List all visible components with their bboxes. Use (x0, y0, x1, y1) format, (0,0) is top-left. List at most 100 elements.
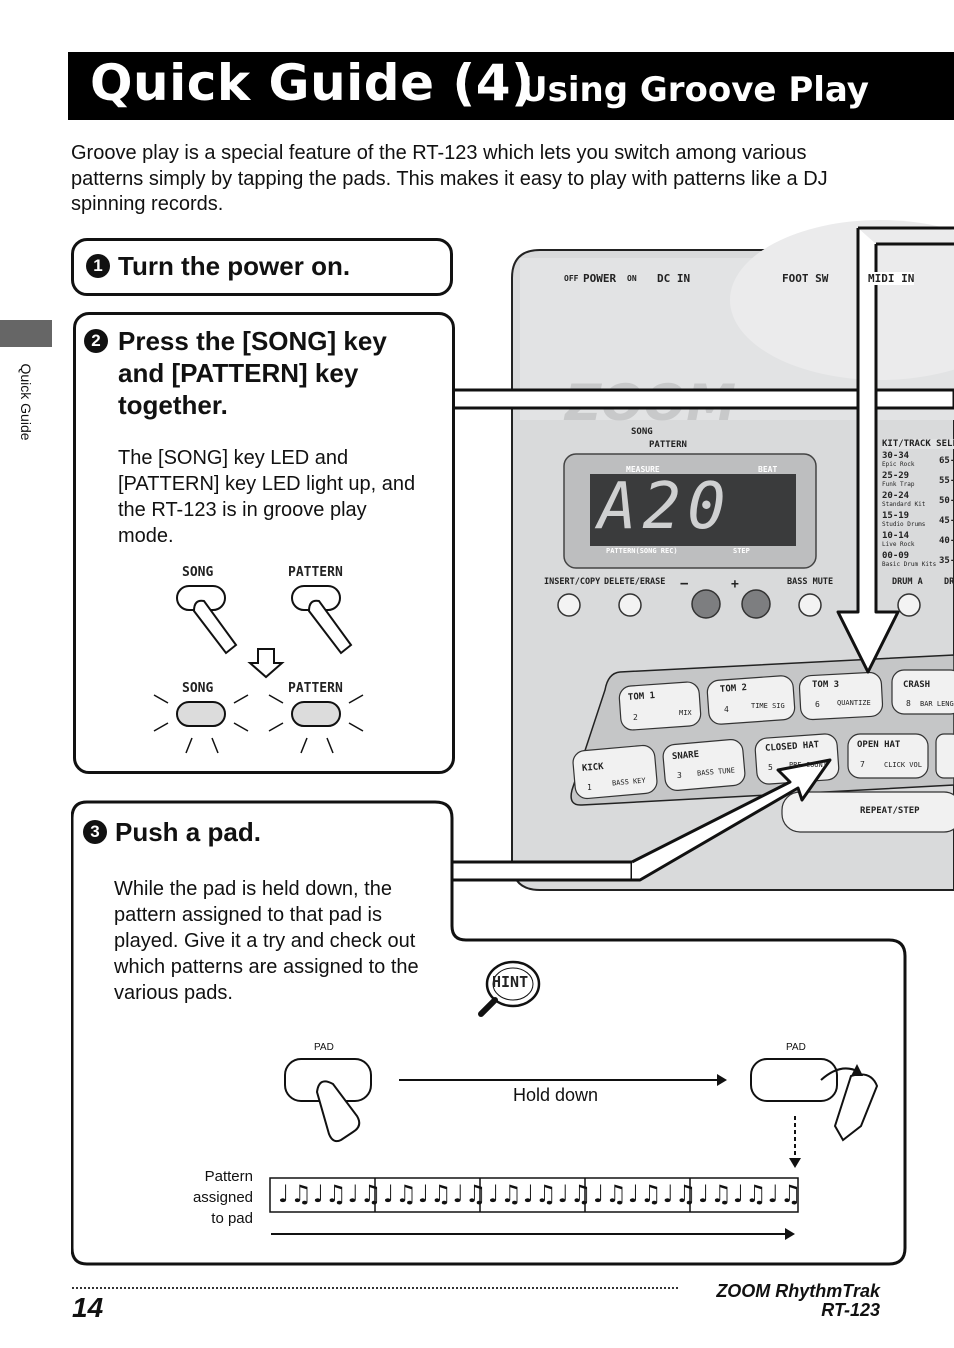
step-1-heading: 1 Turn the power on. (86, 250, 350, 282)
pattern-assigned-label: Pattern assigned to pad (175, 1166, 253, 1229)
device-on-label: ON (627, 274, 637, 283)
kit-number: 30-34 (882, 451, 910, 461)
pattern-label-line: Pattern (204, 1168, 253, 1185)
device-kit-select-label: KIT/TRACK SELE (882, 439, 954, 449)
kit-name: Live Rock (882, 541, 915, 548)
finger-right (833, 1073, 879, 1142)
device-beat-label: BEAT (758, 465, 778, 474)
step-2-heading: Press the [SONG] key and [PATTERN] key t… (118, 326, 387, 420)
step-number: 1 (86, 254, 110, 278)
pattern-key-label-lit: PATTERN (288, 681, 343, 696)
pad-tom2-label: TOM 2 (719, 683, 748, 695)
hint-label: HINT (492, 973, 529, 991)
step-title: Push a pad. (115, 817, 261, 847)
pad-tom2-num: 4 (724, 705, 729, 714)
kit-number: 40- (939, 536, 954, 546)
pad-kick-num: 1 (587, 783, 592, 792)
page-number: 14 (72, 1292, 104, 1323)
kit-number: 35- (939, 556, 954, 566)
kit-number: 25-29 (882, 471, 910, 481)
kit-name: Standard Kit (882, 501, 926, 508)
pad-kick-label: KICK (581, 762, 605, 774)
device-step-label: STEP (733, 547, 750, 555)
kit-name: Funk Trap (882, 481, 915, 488)
finger-left (315, 1080, 361, 1143)
step-title: Turn the power on. (118, 251, 351, 281)
pad-left-label: PAD (314, 1042, 334, 1053)
notes-measure-2: ♩♫♩♫♩♫ (383, 1180, 488, 1208)
kit-number: 20-24 (882, 491, 910, 501)
pad-snare-num: 3 (677, 771, 682, 780)
kit-number: 45- (939, 516, 954, 526)
side-tab (0, 320, 52, 347)
key-press-illustration (153, 585, 364, 754)
pad-open-hat-num: 7 (860, 760, 865, 769)
pad-open-hat-label: OPEN HAT (857, 740, 901, 750)
pad-tom1-func: MIX (679, 709, 692, 717)
brand-line-2: RT-123 (821, 1300, 880, 1320)
device-kit-list-2: 65- 55- 50- 45- 40- 35- (939, 451, 954, 571)
kit-name: Studio Drums (882, 521, 926, 528)
pad-crash-label: CRASH (903, 680, 931, 690)
song-key-label-lit: SONG (182, 681, 214, 696)
device-midiin-label: MIDI IN (868, 272, 915, 285)
notes-measure-3: ♩♫♩♫♩♫ (488, 1180, 593, 1208)
device-delete-erase-label: DELETE/ERASE (604, 577, 666, 587)
step-number: 2 (84, 329, 108, 353)
pad-tom2-func: TIME SIG (751, 702, 785, 710)
device-dcin-label: DC IN (657, 272, 691, 285)
step-2-number-wrap: 2 (84, 329, 116, 355)
kit-number: 50- (939, 496, 954, 506)
pad-tom1-label: TOM 1 (627, 691, 656, 703)
pad-crash-num: 8 (906, 699, 911, 708)
device-power-label: POWER (583, 272, 617, 285)
kit-number: 65- (939, 456, 954, 466)
kit-name: Basic Drum Kits (882, 561, 937, 568)
notes-measure-5: ♩♫♩♫♩♫ (698, 1180, 803, 1208)
device-song-label: SONG (631, 427, 653, 437)
hint-icon (478, 960, 541, 1017)
intro-text: Groove play is a special feature of the … (71, 142, 828, 215)
hold-down-label: Hold down (513, 1085, 599, 1105)
device-bass-mute-label: BASS MUTE (787, 577, 834, 587)
pattern-label-line: assigned (192, 1189, 253, 1206)
pad-crash-func: BAR LENG (920, 700, 954, 708)
footer-divider (72, 1287, 678, 1289)
device-footsw-label: FOOT SW (782, 272, 829, 285)
pattern-key-label: PATTERN (288, 565, 343, 580)
pad-tom1-num: 2 (633, 713, 638, 722)
notes-measure-1: ♩♫♩♫♩♫ (278, 1180, 383, 1208)
pad-tom3-num: 6 (815, 700, 820, 709)
brand-line-1: ZOOM RhythmTrak (716, 1281, 880, 1301)
notes-measure-4: ♩♫♩♫♩♫ (593, 1180, 698, 1208)
step-3-frame (71, 800, 907, 1266)
page-subtitle: Using Groove Play (520, 70, 869, 110)
pad-right-label: PAD (786, 1042, 806, 1053)
step-2-body: The [SONG] key LED and [PATTERN] key LED… (118, 447, 416, 547)
pad-closed-hat-num: 5 (768, 763, 773, 772)
device-plus-label: + (731, 577, 739, 592)
device-minus-label: − (680, 576, 689, 592)
device-off-label: OFF (564, 274, 579, 283)
pad-right-shape (750, 1058, 838, 1102)
pad-closed-hat-func: PRE COUNT (789, 761, 827, 769)
pad-tom3-func: QUANTIZE (837, 699, 871, 707)
device-kit-list: 30-34 Epic Rock 25-29 Funk Trap 20-24 St… (882, 451, 954, 568)
step-3-body: While the pad is held down, the pattern … (114, 878, 419, 1004)
title-bar: Quick Guide (4) Using Groove Play (68, 52, 954, 120)
device-pattern-label: PATTERN (649, 440, 687, 450)
device-drum-a-label: DRUM A (892, 577, 923, 587)
device-measure-label: MEASURE (626, 465, 660, 474)
kit-number: 00-09 (882, 551, 910, 561)
kit-number: 15-19 (882, 511, 910, 521)
song-key-label: SONG (182, 565, 214, 580)
pad-tom3-label: TOM 3 (812, 680, 840, 690)
kit-name: Epic Rock (882, 461, 915, 468)
device-drum-b-label: DR (944, 577, 954, 587)
pad-open-hat-func: CLICK VOL (884, 761, 922, 769)
step-1-box: 1 Turn the power on. (71, 238, 453, 296)
groove-timing-diagram (269, 1058, 879, 1240)
